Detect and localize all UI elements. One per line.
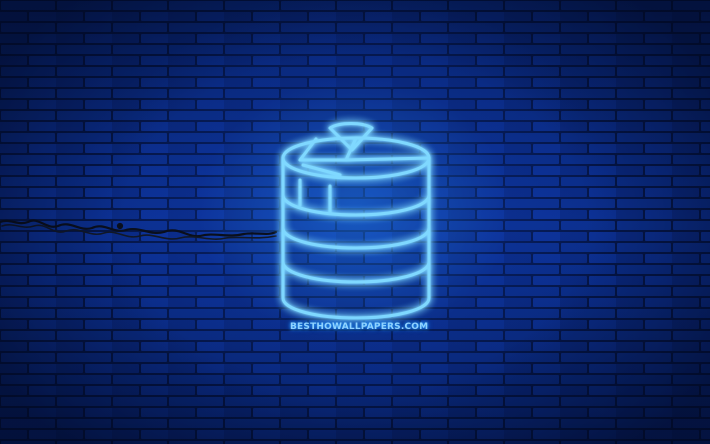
watermark-text: BESTHOWALLPAPERS.COM [290, 322, 429, 332]
database-pie-chart-neon-icon [281, 122, 431, 320]
power-cable [0, 219, 278, 240]
